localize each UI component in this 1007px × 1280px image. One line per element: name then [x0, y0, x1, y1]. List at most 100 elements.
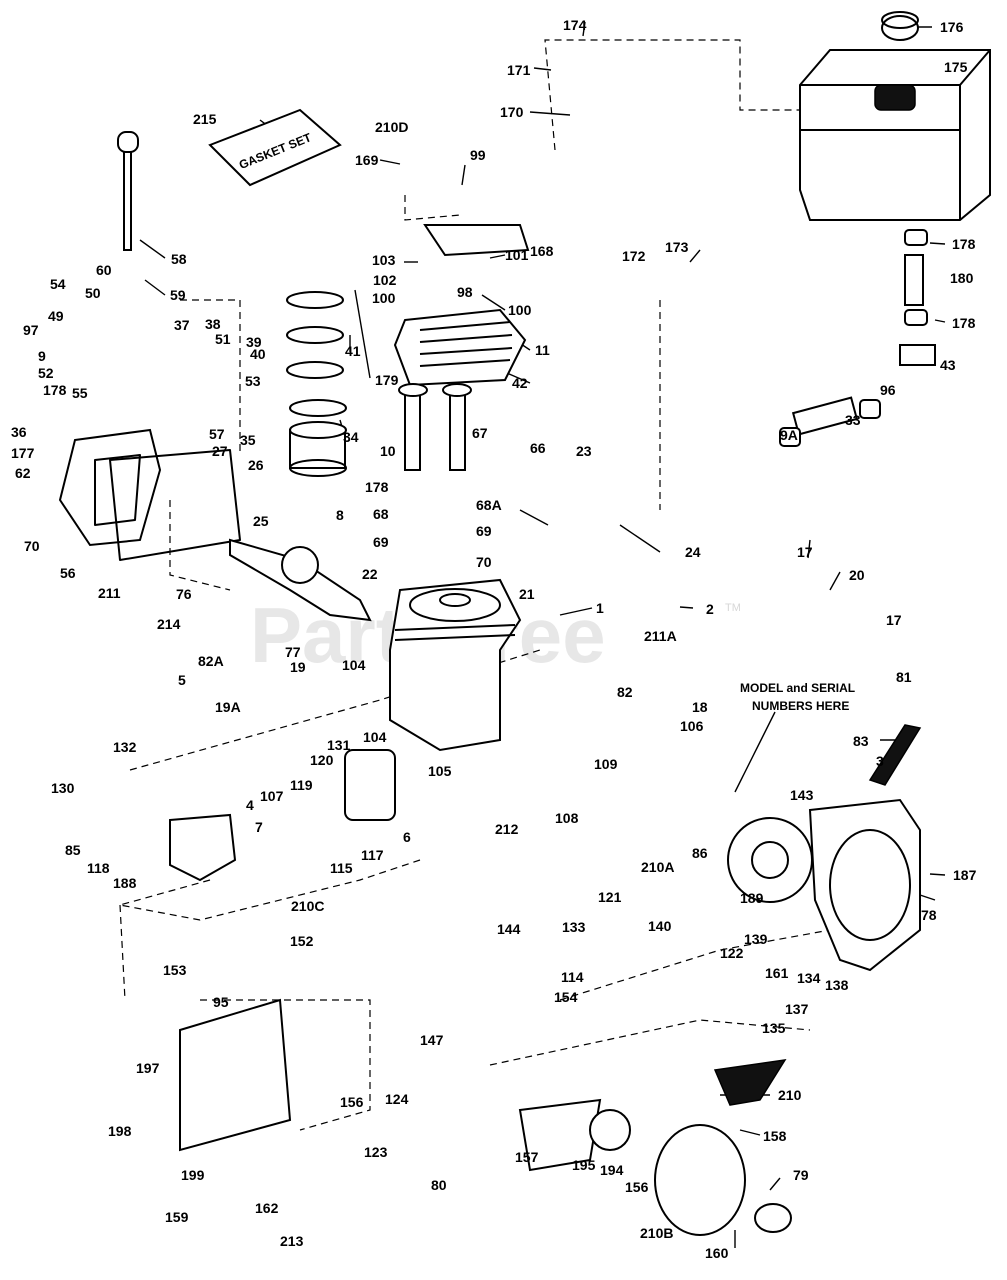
callout-label: 21 [519, 586, 535, 602]
crankcase-cover [58, 428, 241, 561]
callout-label: 175 [944, 59, 968, 75]
callout-label: 50 [85, 285, 101, 301]
callout-label: 180 [950, 270, 974, 286]
callout-label: 62 [15, 465, 31, 481]
callout-label: 194 [600, 1162, 624, 1178]
watermark-trademark: TM [725, 602, 741, 614]
callout-label: 135 [762, 1020, 786, 1036]
callout-label: 118 [87, 860, 110, 876]
callout-label: 99 [470, 147, 486, 163]
callout-label: 78 [921, 907, 937, 923]
callout-label: 152 [290, 933, 314, 949]
callout-label: 156 [340, 1094, 364, 1110]
callout-label: 19 [290, 659, 306, 675]
callout-label: 103 [372, 252, 396, 268]
callout-label: 69 [373, 534, 389, 550]
callout-label: 105 [428, 763, 452, 779]
callout-label: 41 [345, 343, 361, 359]
callout-label: 69 [476, 523, 492, 539]
callout-label: 67 [472, 425, 488, 441]
callout-label: 140 [648, 918, 672, 934]
callout-label: 82A [198, 653, 224, 669]
model-note-line-1: MODEL and SERIAL [740, 681, 855, 695]
callout-label: 100 [508, 302, 532, 318]
muffler [344, 749, 396, 821]
callout-label: 40 [250, 346, 266, 362]
callout-label: 162 [255, 1200, 279, 1216]
callout-label: 195 [572, 1157, 596, 1173]
callout-label: 5 [178, 672, 186, 688]
flywheel-housing [808, 724, 922, 972]
callout-label: 178 [365, 479, 389, 495]
callout-label: 178 [43, 382, 67, 398]
callout-label: 68A [476, 497, 502, 513]
callout-label: 156 [625, 1179, 649, 1195]
callout-label: 176 [940, 19, 964, 35]
part-callout-labels: 174 176 175 171 170 215 210D 99 169 168 … [11, 17, 977, 1261]
callout-label: 60 [96, 262, 112, 278]
engine-block [389, 578, 522, 752]
callout-label: 139 [744, 931, 768, 947]
callout-label: 210A [641, 859, 674, 875]
callout-label: 197 [136, 1060, 160, 1076]
callout-label: 22 [362, 566, 378, 582]
callout-label: 81 [896, 669, 912, 685]
callout-label: 143 [790, 787, 814, 803]
fuel-line-parts [779, 229, 936, 447]
callout-label: 100 [372, 290, 396, 306]
callout-label: 115 [330, 860, 353, 876]
callout-label: 42 [512, 375, 528, 391]
dipstick [117, 131, 139, 251]
callout-label: 121 [598, 889, 622, 905]
callout-label: 104 [363, 729, 387, 745]
callout-label: 86 [692, 845, 708, 861]
callout-label: 133 [562, 919, 586, 935]
callout-label: 130 [51, 780, 75, 796]
crankshaft [229, 538, 372, 622]
control-housing [179, 998, 292, 1152]
callout-label: 95 [213, 994, 229, 1010]
callout-label: 70 [24, 538, 40, 554]
callout-label: 104 [342, 657, 366, 673]
callout-label: 70 [476, 554, 492, 570]
callout-label: 77 [285, 644, 301, 660]
callout-label: 17 [797, 544, 813, 560]
callout-label: 189 [740, 890, 764, 906]
callout-label: 199 [181, 1167, 205, 1183]
callout-label: 131 [327, 737, 351, 753]
callout-label: 98 [457, 284, 473, 300]
callout-label: 27 [212, 443, 228, 459]
callout-label: 215 [193, 111, 217, 127]
carburetor [169, 813, 237, 882]
callout-label: 25 [253, 513, 269, 529]
callout-label: 55 [72, 385, 88, 401]
callout-label: 210 [778, 1087, 802, 1103]
model-serial-note: MODEL and SERIAL NUMBERS HERE [740, 681, 855, 713]
callout-label: 101 [505, 247, 529, 263]
callout-label: 58 [171, 251, 187, 267]
callout-label: 159 [165, 1209, 189, 1225]
callout-label: 120 [310, 752, 334, 768]
callout-label: 122 [720, 945, 744, 961]
callout-label: 3 [876, 753, 884, 769]
callout-label: 210D [375, 119, 408, 135]
dashed-assembly-lines [119, 39, 831, 1131]
callout-label: 154 [554, 989, 578, 1005]
callout-label: 76 [176, 586, 192, 602]
callout-label: 107 [260, 788, 284, 804]
callout-label: 2 [706, 601, 714, 617]
callout-label: 85 [65, 842, 81, 858]
callout-label: 53 [245, 373, 261, 389]
callout-label: 54 [50, 276, 66, 292]
callout-label: 7 [255, 819, 263, 835]
callout-label: 177 [11, 445, 35, 461]
callout-label: 119 [290, 777, 313, 793]
callout-label: 134 [797, 970, 821, 986]
callout-label: 23 [576, 443, 592, 459]
callout-label: 212 [495, 821, 519, 837]
callout-label: 80 [431, 1177, 447, 1193]
callout-label: 11 [535, 342, 550, 358]
callout-label: 124 [385, 1091, 409, 1107]
callout-label: 161 [765, 965, 789, 981]
callout-label: 211A [644, 628, 677, 644]
